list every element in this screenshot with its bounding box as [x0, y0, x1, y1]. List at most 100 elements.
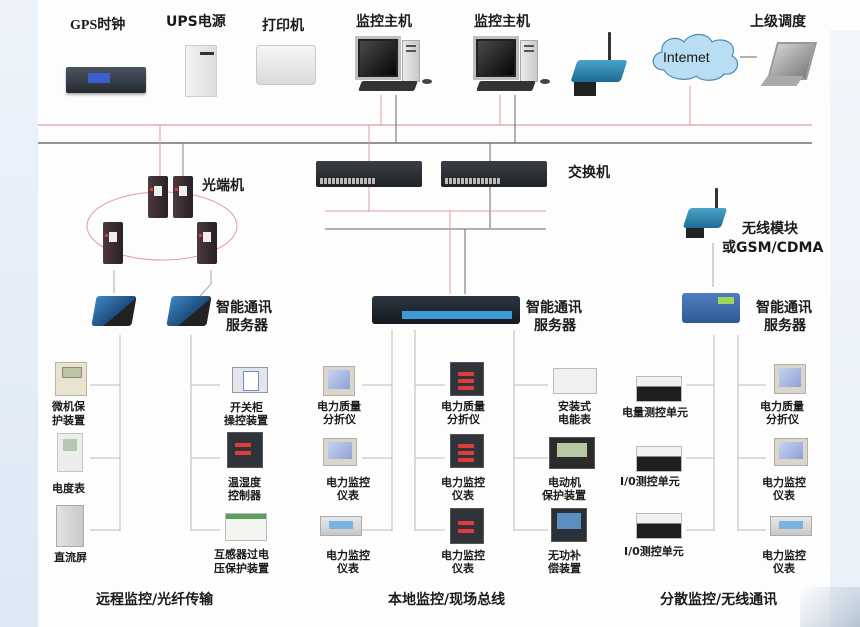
cloud-icon: [652, 33, 739, 81]
rack-unit-icon: [66, 67, 146, 93]
background-corner-decoration: [800, 587, 860, 627]
serial-server-icon: [91, 296, 137, 326]
power-quality-analyzer-icon: [774, 364, 806, 394]
communication-server-icon: [682, 293, 740, 323]
monitor-icon: [355, 36, 401, 80]
io-unit-icon: [636, 513, 682, 539]
left-server-label-2: 服务器: [226, 318, 268, 334]
optical-transceiver-icon: [173, 176, 193, 218]
right-server-label-1: 智能通讯: [756, 300, 812, 316]
right-col2-item1-label-2: 分折仪: [766, 413, 799, 426]
background-right-band: [830, 30, 860, 627]
tower-icon: [520, 40, 538, 82]
router-body: [570, 60, 628, 82]
switch-label: 交换机: [568, 165, 610, 181]
wireless-module-body: [682, 208, 728, 228]
wireless-label-1: 无线模块: [742, 221, 798, 237]
right-col1-item1-label: 电量测控单元: [622, 406, 688, 419]
left-col1-item1-label-2: 护装置: [52, 414, 85, 427]
optical-transceiver-icon: [197, 222, 217, 264]
right-col2-item2-label-1: 电力监控: [762, 476, 806, 489]
right-group-footer: 分散监控/无线通讯: [660, 592, 778, 608]
right-col1-item3-label: I/0测控单元: [624, 545, 684, 558]
router-base: [574, 82, 596, 96]
center-col2-item3-label-1: 电力监控: [441, 549, 485, 562]
optical-transceiver-icon: [103, 222, 123, 264]
printer-label: 打印机: [262, 18, 304, 34]
din-rail-meter-icon: [553, 368, 597, 394]
mouse-icon: [540, 79, 550, 84]
panel-meter-icon: [450, 508, 484, 544]
center-group-footer: 本地监控/现场总线: [388, 592, 506, 608]
left-col2-item1-label-1: 开关柜: [230, 401, 263, 414]
wireless-label-2: 或GSM/CDMA: [722, 240, 824, 256]
ups-icon: [185, 45, 217, 97]
mouse-icon: [422, 79, 432, 84]
protection-relay-icon: [55, 362, 87, 396]
left-group-footer: 远程监控/光纤传输: [96, 592, 214, 608]
optical-label: 光端机: [202, 178, 244, 194]
monitor-icon: [473, 36, 519, 80]
reactive-compensation-icon: [551, 508, 587, 542]
left-col2-item1-label-2: 操控装置: [224, 414, 268, 427]
left-col1-item3-label-1: 直流屏: [54, 551, 87, 564]
power-meter-icon: [774, 438, 808, 466]
motor-protector-icon: [549, 437, 595, 469]
center-col1-item2-label-1: 电力监控: [326, 476, 370, 489]
digital-meter-icon: [770, 516, 812, 536]
optical-to-serial-right-b: [199, 283, 212, 297]
right-col2-item3-label-2: 仪表: [773, 562, 795, 575]
overvoltage-protector-icon: [225, 513, 267, 541]
center-server-label-1: 智能通讯: [526, 300, 582, 316]
energy-meter-icon: [57, 433, 83, 472]
communication-server-icon: [372, 296, 520, 324]
network-switch-icon: [441, 161, 547, 187]
center-col1-item1-label-1: 电力质量: [317, 400, 361, 413]
dc-cabinet-icon: [56, 505, 84, 547]
io-unit-icon: [636, 446, 682, 472]
right-col2-item2-label-2: 仪表: [773, 489, 795, 502]
center-col3-item2-label-1: 电动机: [548, 476, 581, 489]
right-server-label-2: 服务器: [764, 318, 806, 334]
right-col2-item1-label-1: 电力质量: [760, 400, 804, 413]
center-col3-item2-label-2: 保护装置: [542, 489, 586, 502]
center-col3-item3-label-2: 偿装置: [548, 562, 581, 575]
power-quality-analyzer-icon: [323, 366, 355, 396]
printer-icon: [256, 45, 316, 85]
center-col2-item3-label-2: 仪表: [452, 562, 474, 575]
ups-label: UPS电源: [166, 14, 226, 30]
dispatch-label: 上级调度: [750, 14, 806, 30]
center-server-label-2: 服务器: [534, 318, 576, 334]
center-col3-item1-label-2: 电能表: [558, 413, 591, 426]
center-col2-item2-label-1: 电力监控: [441, 476, 485, 489]
background-left-band: [0, 0, 38, 627]
keyboard-icon: [358, 81, 418, 91]
center-col1-item3-label-2: 仪表: [337, 562, 359, 575]
center-col3-item1-label-1: 安装式: [558, 400, 591, 413]
tower-icon: [402, 40, 420, 82]
digital-meter-icon: [320, 516, 362, 536]
left-col2-item3-label-1: 互感器过电: [214, 548, 269, 561]
center-col2-item1-label-2: 分折仪: [447, 413, 480, 426]
gps-label: GPS时钟: [70, 18, 126, 33]
panel-meter-icon: [450, 362, 484, 396]
left-col1-item2-label-1: 电度表: [52, 482, 85, 495]
center-col1-item3-label-1: 电力监控: [326, 549, 370, 562]
left-col1-item1-label-1: 微机保: [52, 400, 85, 413]
right-col2-item3-label-1: 电力监控: [762, 549, 806, 562]
panel-meter-icon: [450, 434, 484, 468]
left-server-label-1: 智能通讯: [216, 300, 272, 316]
left-col2-item2-label-2: 控制器: [228, 489, 261, 502]
switchgear-controller-icon: [232, 367, 268, 393]
keyboard-icon: [476, 81, 536, 91]
left-col2-item2-label-1: 温湿度: [228, 476, 261, 489]
left-col2-item3-label-2: 压保护装置: [214, 562, 269, 575]
antenna-icon: [608, 32, 611, 62]
host1-label: 监控主机: [356, 14, 412, 30]
laptop-base: [760, 76, 804, 86]
network-switch-icon: [316, 161, 422, 187]
power-meter-icon: [323, 438, 357, 466]
center-col1-item2-label-2: 仪表: [337, 489, 359, 502]
antenna-icon: [715, 188, 718, 210]
